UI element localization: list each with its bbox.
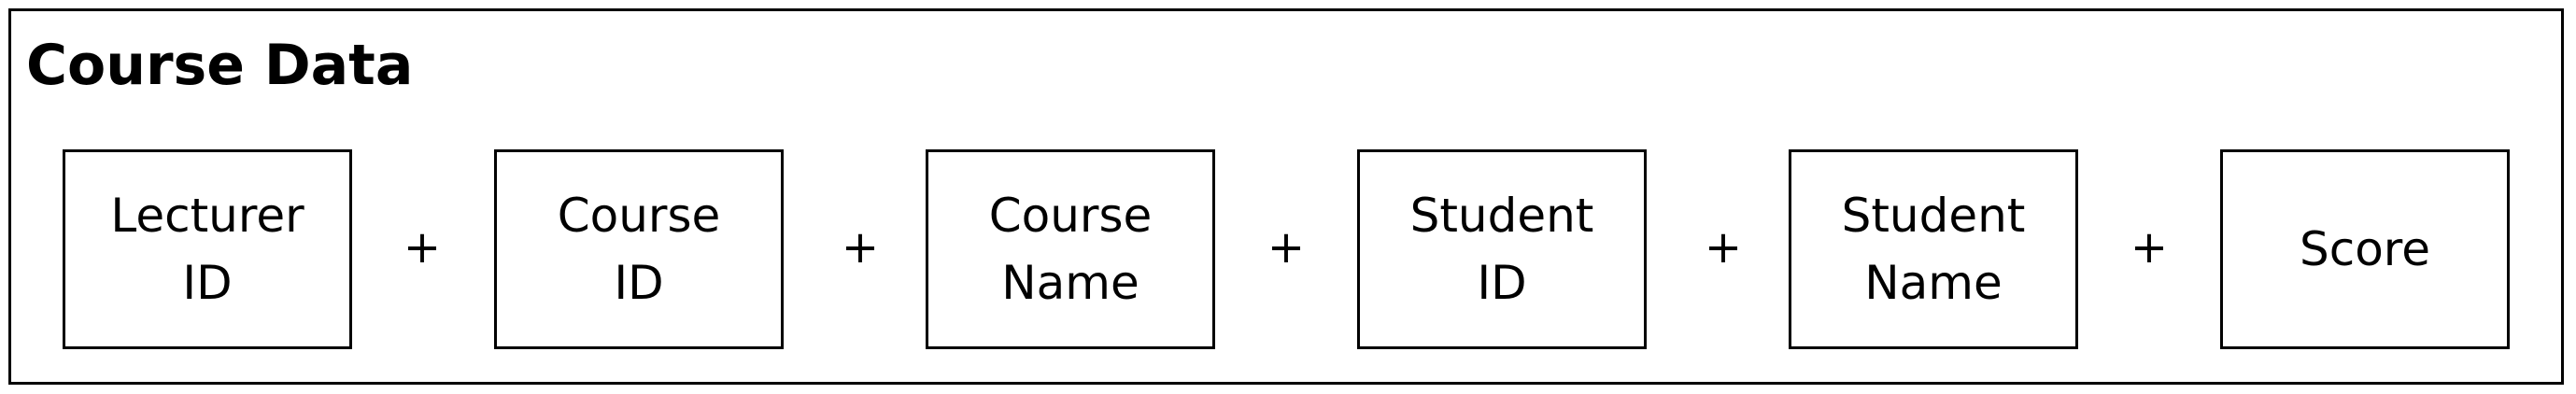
plus-operator: + — [1267, 221, 1306, 274]
attribute-label: Student Name — [1841, 189, 2026, 310]
attribute-label: Score — [2299, 222, 2431, 276]
attribute-label: Lecturer ID — [110, 189, 304, 310]
plus-operator: + — [403, 221, 442, 274]
plus-operator: + — [841, 221, 880, 274]
attribute-label: Student ID — [1409, 189, 1594, 310]
attribute-course-name: Course Name — [926, 149, 1215, 349]
attribute-course-id: Course ID — [494, 149, 784, 349]
attribute-student-name: Student Name — [1789, 149, 2078, 349]
attribute-label: Course Name — [988, 189, 1153, 310]
attribute-score: Score — [2220, 149, 2510, 349]
entity-frame — [8, 8, 2564, 385]
attribute-lecturer-id: Lecturer ID — [63, 149, 352, 349]
attribute-label: Course ID — [557, 189, 721, 310]
plus-operator: + — [2130, 221, 2169, 274]
attribute-student-id: Student ID — [1357, 149, 1647, 349]
plus-operator: + — [1704, 221, 1743, 274]
entity-title: Course Data — [26, 33, 414, 98]
